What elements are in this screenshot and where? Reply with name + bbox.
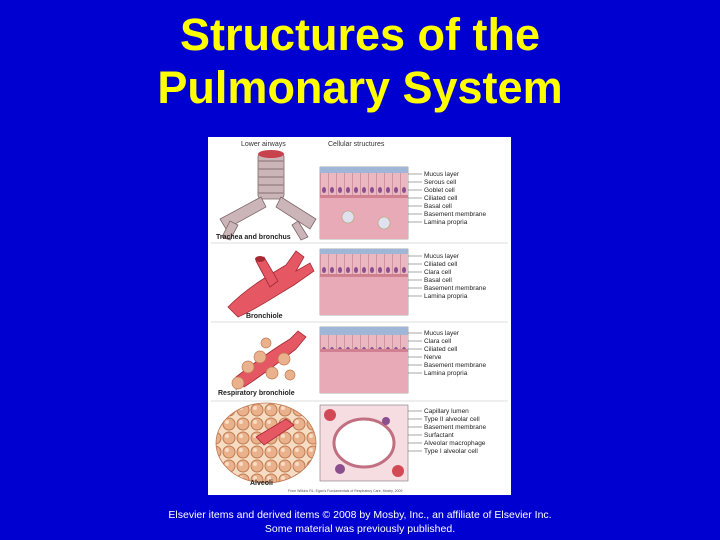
label-resp-basement-membrane: Basement membrane — [424, 362, 487, 369]
alveoli-tissue — [319, 404, 409, 482]
label-trachea-basal-cell: Basal cell — [424, 203, 452, 210]
figure-credit: From Wilkins RL: Egan's Fundamentals of … — [288, 489, 402, 493]
label-bronchiole-ciliated-cell: Ciliated cell — [424, 261, 458, 268]
trachea-tissue — [319, 166, 409, 240]
label-trachea-goblet-cell: Goblet cell — [424, 187, 455, 194]
label-alveoli-type-i-cell: Type I alveolar cell — [424, 448, 478, 455]
label-trachea-ciliated-cell: Ciliated cell — [424, 195, 458, 202]
panel-label-alveoli: Alveoli — [250, 480, 273, 487]
panel-label-respiratory-bronchiole: Respiratory bronchiole — [218, 390, 295, 397]
label-bronchiole-basal-cell: Basal cell — [424, 277, 452, 284]
label-bronchiole-clara-cell: Clara cell — [424, 269, 452, 276]
label-resp-mucus-layer: Mucus layer — [424, 330, 460, 337]
footer-line-2: Some material was previously published. — [264, 523, 456, 535]
title-line-2: Pulmonary System — [157, 62, 563, 113]
trachea-leader-lines — [408, 173, 422, 223]
label-resp-ciliated-cell: Ciliated cell — [424, 346, 458, 353]
bronchiole-tissue — [319, 248, 409, 316]
slide-title: Structures of the Pulmonary System — [0, 8, 720, 114]
label-alveoli-macrophage: Alveolar macrophage — [424, 440, 486, 447]
respiratory-bronchiole-tissue — [319, 326, 409, 394]
header-lower-airways: Lower airways — [241, 141, 286, 148]
trachea-illustration — [219, 150, 317, 241]
label-resp-lamina-propria: Lamina propria — [424, 370, 468, 377]
alveoli-illustration — [215, 402, 317, 484]
label-trachea-serous-cell: Serous cell — [424, 179, 457, 186]
label-alveoli-capillary-lumen: Capillary lumen — [424, 408, 469, 415]
header-cellular-structures: Cellular structures — [328, 141, 385, 148]
label-trachea-lamina-propria: Lamina propria — [424, 219, 468, 226]
panel-label-trachea: Trachea and bronchus — [216, 234, 291, 241]
label-trachea-basement-membrane: Basement membrane — [424, 211, 487, 218]
airway-figure: Lower airways Cellular structures Trache… — [208, 137, 511, 495]
copyright-footer: Elsevier items and derived items © 2008 … — [0, 508, 720, 536]
panel-label-bronchiole: Bronchiole — [246, 313, 283, 320]
title-line-1: Structures of the — [179, 9, 541, 60]
label-resp-clara-cell: Clara cell — [424, 338, 452, 345]
footer-line-1: Elsevier items and derived items © 2008 … — [168, 509, 552, 521]
label-alveoli-type-ii-cell: Type II alveolar cell — [424, 416, 480, 423]
label-resp-nerve: Nerve — [424, 354, 442, 361]
label-alveoli-surfactant: Surfactant — [424, 432, 454, 439]
label-bronchiole-lamina-propria: Lamina propria — [424, 293, 468, 300]
label-alveoli-basement-membrane: Basement membrane — [424, 424, 487, 431]
label-trachea-mucus-layer: Mucus layer — [424, 171, 460, 178]
label-bronchiole-mucus-layer: Mucus layer — [424, 253, 460, 260]
respiratory-bronchiole-illustration — [231, 330, 307, 390]
bronchiole-illustration — [227, 250, 315, 318]
label-bronchiole-basement-membrane: Basement membrane — [424, 285, 487, 292]
airway-diagram: Lower airways Cellular structures Trache… — [211, 141, 508, 493]
